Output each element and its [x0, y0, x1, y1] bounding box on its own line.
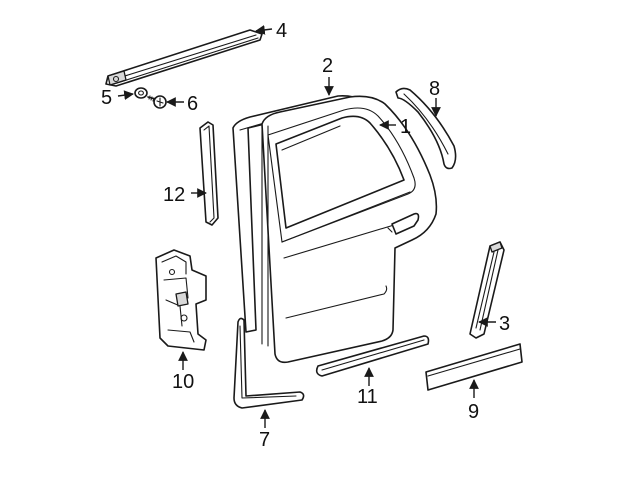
part-5-washer: [134, 87, 148, 99]
part-12-pillar-applique: [199, 121, 219, 226]
callout-9: 9: [468, 401, 479, 423]
callout-11: 11: [357, 386, 378, 408]
leader-4: [255, 25, 273, 35]
callout-1: 1: [400, 116, 411, 138]
part-7-lower-seal: [233, 317, 305, 409]
part-1-door-shell: [261, 95, 438, 364]
part-11-rocker-molding: [315, 335, 430, 377]
part-6-screw: [147, 95, 167, 109]
leader-lines: [117, 25, 496, 428]
part-4-belt-molding: [105, 29, 263, 87]
callout-labels: 1 2 3 4 5 6 7 8 9 10 11 12: [101, 20, 510, 451]
callout-12: 12: [163, 184, 185, 206]
callout-7: 7: [259, 429, 270, 451]
callout-3: 3: [499, 313, 510, 335]
part-9-side-molding: [425, 343, 523, 391]
part-8-frame-cover: [395, 87, 457, 170]
part-10-latch-assembly: [155, 249, 207, 351]
callout-10: 10: [172, 371, 194, 393]
callout-5: 5: [101, 87, 112, 109]
callout-8: 8: [429, 78, 440, 100]
leader-5: [117, 90, 134, 101]
part-3-pillar-molding: [469, 241, 505, 339]
callout-6: 6: [187, 93, 198, 115]
callout-2: 2: [322, 55, 333, 77]
callout-4: 4: [276, 20, 287, 42]
